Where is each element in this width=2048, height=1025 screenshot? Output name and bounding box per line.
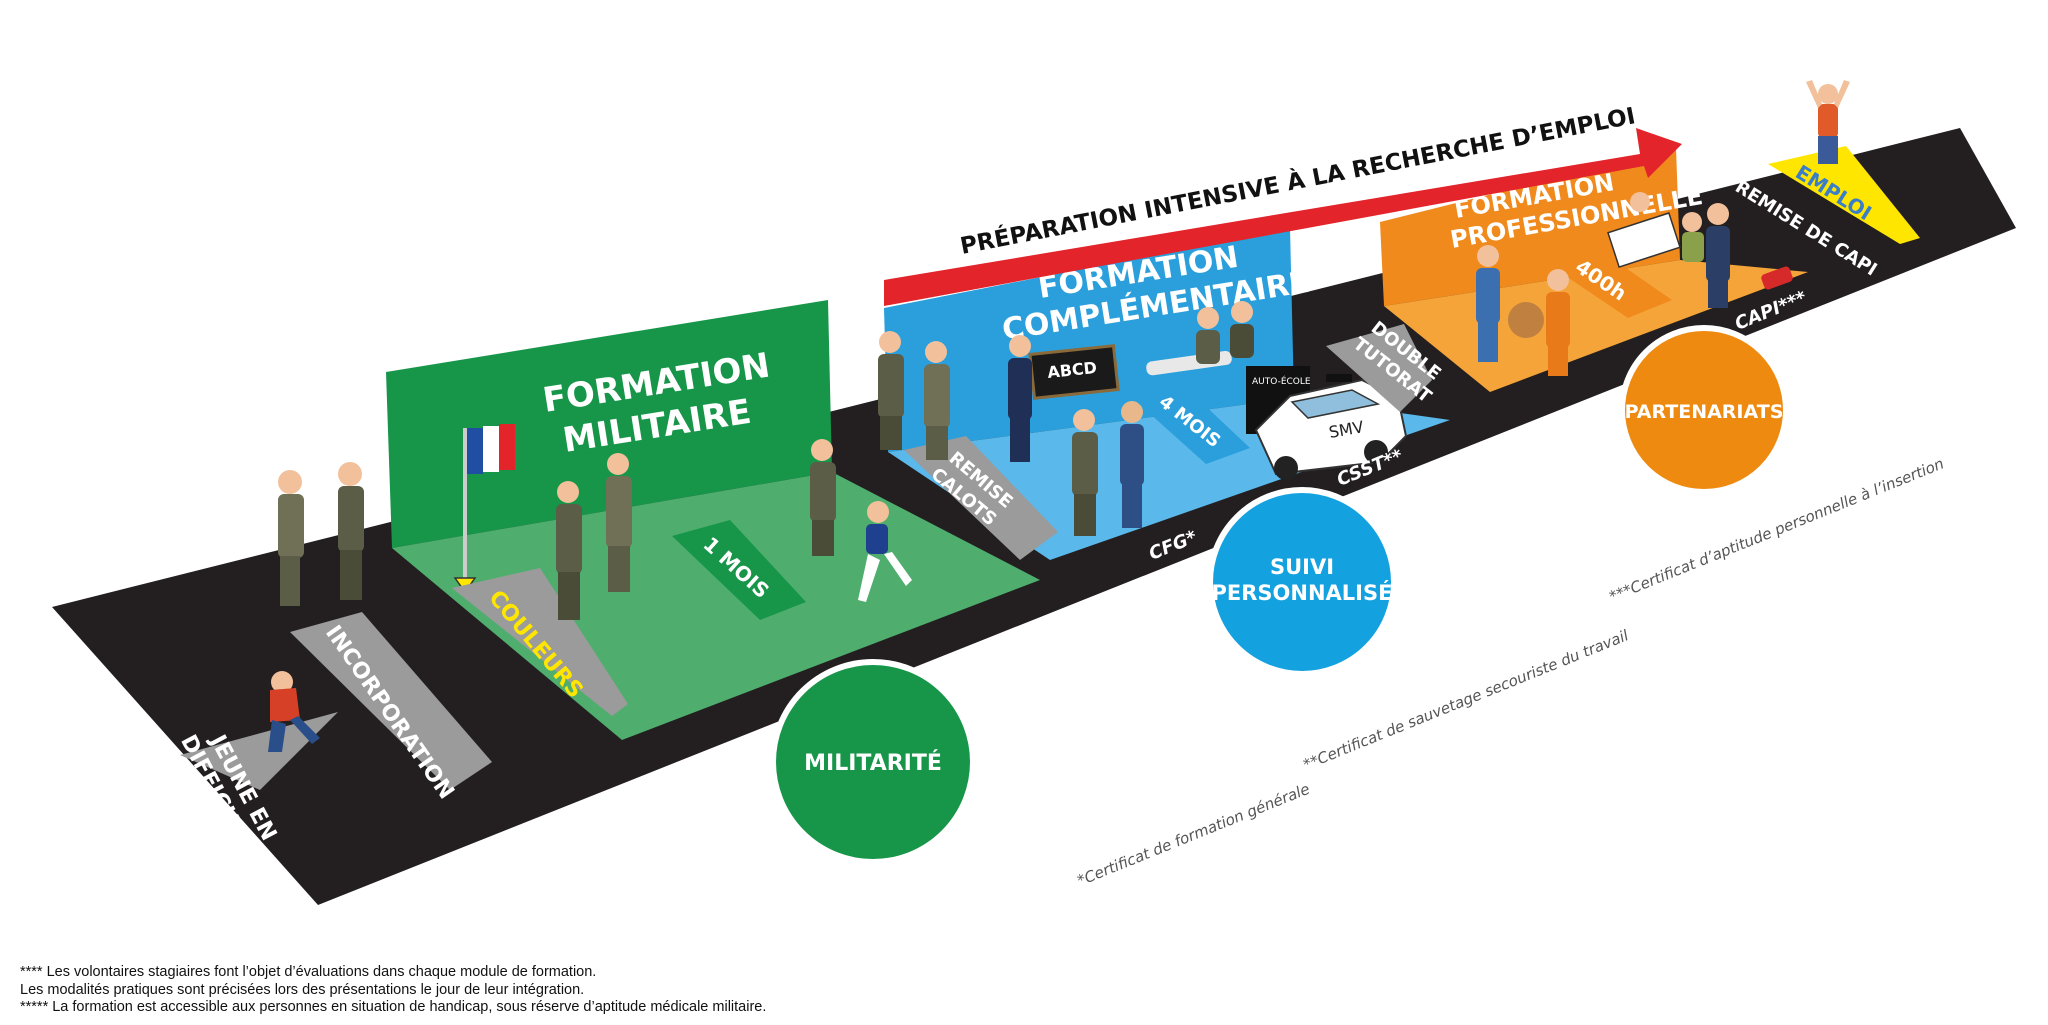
militarite-circle [770,659,976,865]
blackboard [1028,344,1120,400]
complementaire-figures [878,301,1254,536]
partenariats-circle [1619,325,1789,495]
partenariats-label: PARTENARIATS [1625,401,1784,423]
note-cfg: *Certificat de formation générale [1075,780,1313,890]
couleurs-plate [452,568,628,716]
suivi-circle [1207,487,1397,677]
driving-school-car [1254,374,1408,480]
incorporation-figures [278,462,364,606]
footer-notes: **** Les volontaires stagiaires font l’o… [20,964,766,1017]
military-wall [386,300,832,548]
suivi-label-line1: SUIVI [1270,555,1334,579]
french-flag [453,424,515,594]
training-figures [810,439,912,602]
jeune-plate [180,712,338,790]
emploi-plate [1768,146,1920,244]
footer-line-1: **** Les volontaires stagiaires font l’o… [20,964,597,980]
auto-ecole-label: AUTO-ÉCOLE [1252,375,1311,387]
suivi-label-line2: PERSONNALISÉ [1212,580,1393,605]
complementaire-duration-plate [1128,382,1250,464]
double-tutorat-plate [1326,324,1432,412]
professionnelle-duration-plate [1542,246,1672,318]
jeune-figure [268,671,320,752]
saluting-soldiers [556,453,632,620]
footer-line-3: ***** La formation est accessible aux pe… [20,999,767,1015]
progress-arrow [884,128,1682,306]
militaire-duration-plate [672,520,806,620]
militarite-label: MILITARITÉ [804,750,942,776]
incorporation-plate [290,612,492,790]
remise-calots-plate [904,436,1058,560]
celebrating-person [1806,80,1850,164]
professionnelle-figures [1476,192,1793,376]
footer-line-2: Les modalités pratiques sont précisées l… [20,981,585,998]
